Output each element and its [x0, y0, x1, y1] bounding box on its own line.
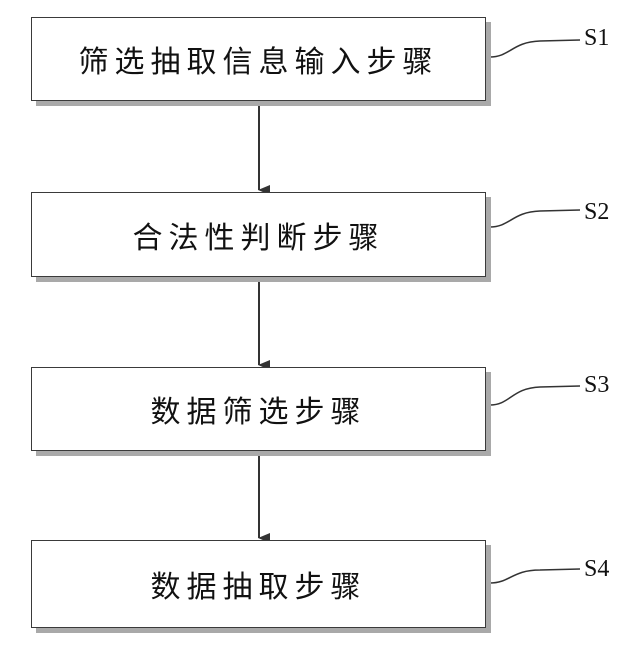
step-box-s1: 筛选抽取信息输入步骤	[31, 17, 486, 101]
step-box-s3: 数据筛选步骤	[31, 367, 486, 451]
step-label-s3: 数据筛选步骤	[150, 395, 367, 430]
step-box-s4: 数据抽取步骤	[31, 540, 486, 628]
step-label-s1: 筛选抽取信息输入步骤	[78, 45, 439, 80]
leader-s4	[489, 568, 581, 584]
step-label-s4: 数据抽取步骤	[150, 570, 367, 605]
step-id-s1: S1	[584, 25, 610, 51]
step-id-s4: S4	[584, 556, 610, 582]
step-id-s2: S2	[584, 199, 610, 225]
step-id-s3: S3	[584, 372, 610, 398]
leader-s1	[489, 39, 581, 58]
step-label-s2: 合法性判断步骤	[132, 220, 385, 256]
leader-s3	[489, 385, 581, 406]
leader-s2	[489, 209, 581, 228]
step-box-s2: 合法性判断步骤	[31, 192, 486, 277]
